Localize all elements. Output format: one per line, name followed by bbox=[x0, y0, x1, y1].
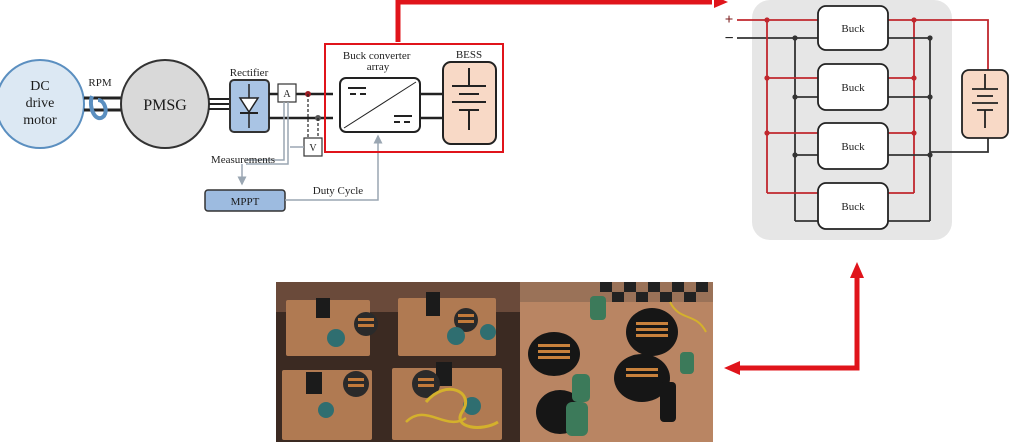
buck-label: Buck bbox=[841, 141, 865, 153]
dc-motor bbox=[0, 59, 85, 149]
arrow-to-detail bbox=[395, 0, 712, 42]
rpm-label: RPM bbox=[88, 77, 111, 89]
rectifier-label: Rectifier bbox=[230, 67, 269, 79]
link-arrows bbox=[395, 0, 864, 375]
rpm-arrow-icon bbox=[89, 95, 108, 120]
converter-icon bbox=[343, 81, 417, 129]
converter-bess-highlight bbox=[324, 43, 504, 153]
plus-terminal: + bbox=[725, 12, 734, 28]
buck-label: Buck bbox=[841, 82, 865, 94]
buck-label: Buck bbox=[841, 23, 865, 35]
battery-icon bbox=[452, 68, 486, 130]
battery-icon bbox=[972, 74, 998, 128]
buck-box bbox=[817, 63, 889, 111]
ammeter-label: A bbox=[283, 89, 291, 100]
ammeter bbox=[277, 83, 297, 103]
voltmeter-label: V bbox=[309, 143, 317, 154]
buck-box bbox=[817, 122, 889, 170]
duty-cycle-label: Duty Cycle bbox=[313, 185, 364, 197]
mppt-label: MPPT bbox=[231, 196, 260, 208]
three-phase-lines bbox=[209, 98, 230, 110]
buck-taps bbox=[767, 19, 930, 222]
buck-box bbox=[817, 5, 889, 51]
pmsg-label: PMSG bbox=[143, 97, 187, 114]
detail-panel bbox=[752, 0, 952, 240]
minus-terminal: − bbox=[724, 30, 733, 47]
bess-label: BESS bbox=[456, 49, 482, 61]
arrow-to-photos bbox=[738, 276, 860, 371]
duty-cycle-line bbox=[285, 134, 383, 201]
buck-label: Buck bbox=[841, 201, 865, 213]
prototype-photo-left bbox=[276, 282, 520, 442]
detail-battery bbox=[961, 69, 1009, 139]
buck-array-label: Buck converter array bbox=[343, 50, 413, 73]
measurement-lines bbox=[237, 102, 304, 186]
measurements-label: Measurements bbox=[211, 154, 275, 166]
parallel-buck-detail: + − bbox=[724, 0, 1009, 240]
prototype-photo-right bbox=[520, 282, 713, 442]
diode-icon bbox=[238, 84, 260, 128]
junction-dots bbox=[764, 17, 933, 158]
buck-box bbox=[817, 182, 889, 230]
